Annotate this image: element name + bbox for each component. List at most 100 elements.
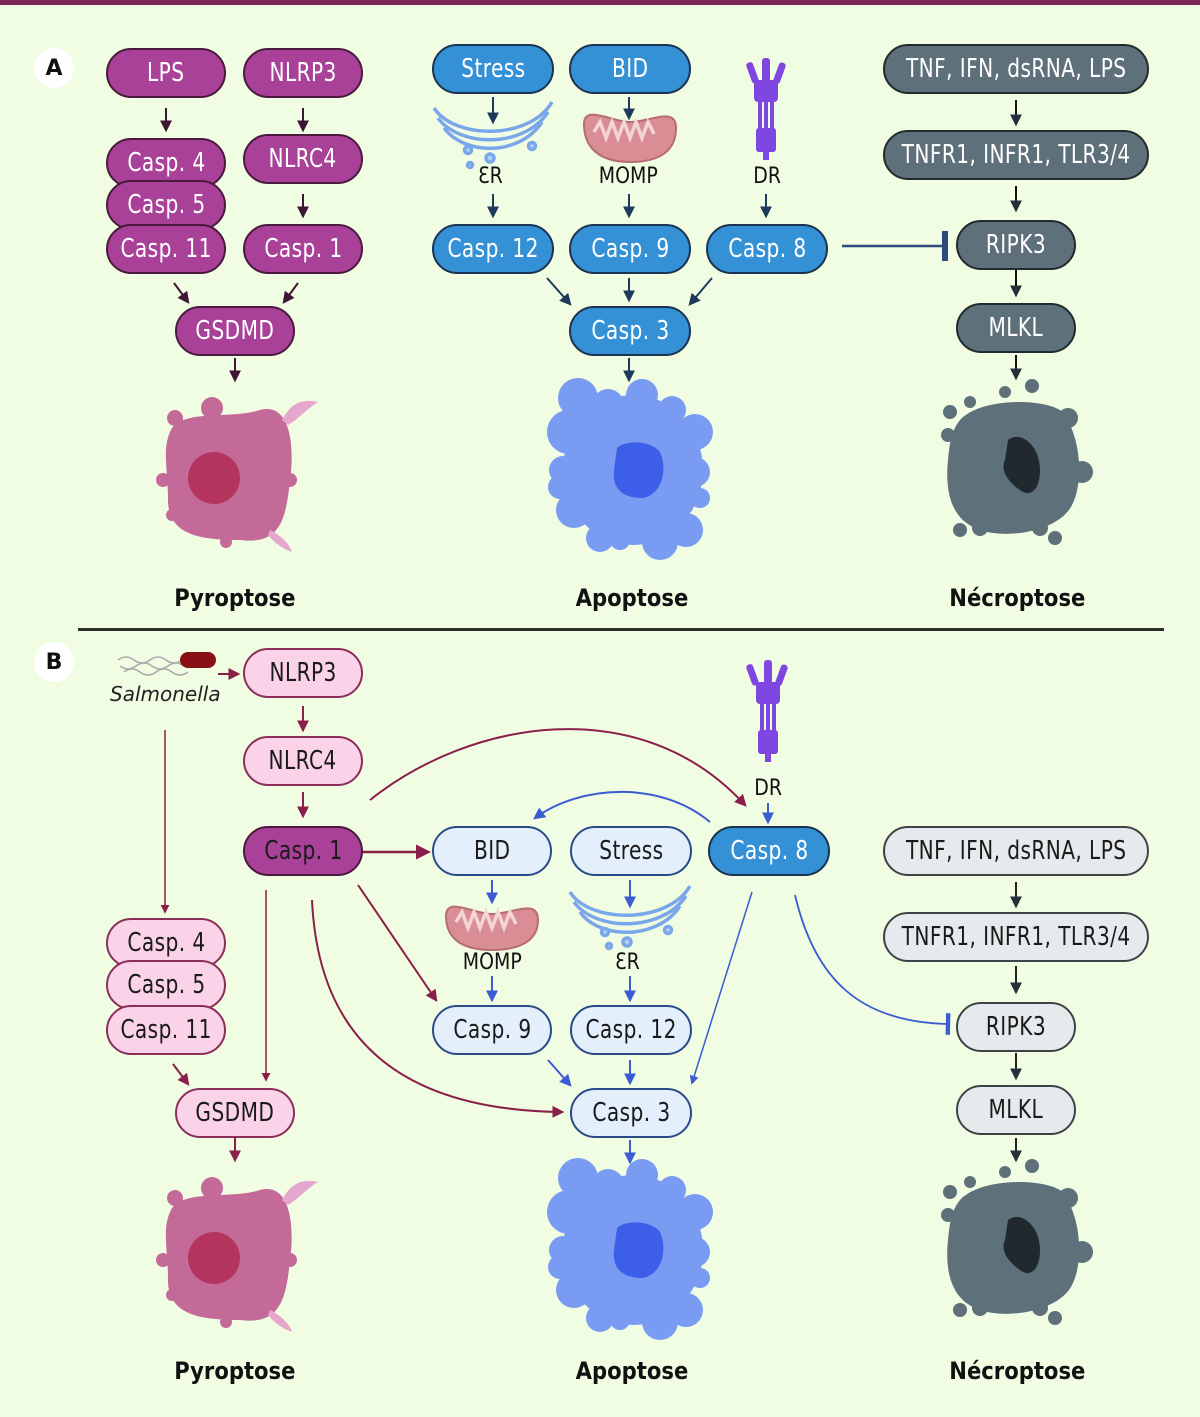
node-b-casp8: Casp. 8: [708, 826, 830, 876]
arrow-b-casp8-bid: [533, 790, 711, 823]
arrow-b-casp1-casp9: [357, 884, 438, 1002]
node-label: Casp. 9: [452, 1015, 532, 1045]
arrow-a-casp8-casp3: [688, 277, 713, 306]
arrow-b-casp9-casp3: [547, 1059, 572, 1087]
node-a-casp8: Casp. 8: [706, 224, 828, 274]
node-label: Casp. 3: [591, 1098, 671, 1128]
caption-b-apoptosis: Apoptose: [575, 1357, 689, 1385]
node-label: TNFR1, INFR1, TLR3/4: [901, 140, 1131, 170]
node-a-casp9: Casp. 9: [569, 224, 691, 274]
node-b-nlrp3: NLRP3: [243, 648, 363, 698]
node-label: RIPK3: [985, 230, 1047, 260]
node-label: LPS: [147, 58, 185, 88]
label-b-salmonella: Salmonella: [110, 682, 221, 706]
node-b-casp12: Casp. 12: [570, 1005, 692, 1055]
node-a-nlrp3: NLRP3: [243, 48, 363, 98]
caption-a-necroptosis: Nécroptose: [949, 584, 1086, 612]
node-label: TNF, IFN, dsRNA, LPS: [905, 836, 1127, 866]
node-a-ripk3: RIPK3: [956, 220, 1076, 270]
panel-a-badge: A: [34, 48, 74, 88]
node-a-mlkl: MLKL: [956, 303, 1076, 353]
node-label: Casp. 9: [590, 234, 670, 264]
node-label: Stress: [460, 54, 526, 84]
panel-b-badge: B: [34, 642, 74, 682]
node-label: Casp. 8: [729, 836, 809, 866]
node-label: Casp. 1: [263, 234, 343, 264]
node-b-gsdmd: GSDMD: [175, 1088, 295, 1138]
node-a-casp3: Casp. 3: [569, 306, 691, 356]
node-label: Casp. 4: [126, 148, 206, 178]
node-a-stress: Stress: [432, 44, 554, 94]
node-label: Casp. 11: [120, 234, 212, 264]
node-label: NLRP3: [269, 658, 337, 688]
panel-divider: [78, 628, 1164, 631]
node-a-gsdmd: GSDMD: [175, 306, 295, 356]
node-b-mlkl: MLKL: [956, 1085, 1076, 1135]
node-b-ripk3: RIPK3: [956, 1002, 1076, 1052]
node-label: BID: [473, 836, 511, 866]
node-label: Casp. 5: [126, 970, 206, 1000]
node-label: Casp. 12: [585, 1015, 677, 1045]
node-b-casp3: Casp. 3: [570, 1088, 692, 1138]
caption-a-pyroptosis: Pyroptose: [174, 584, 296, 612]
node-label: Casp. 3: [590, 316, 670, 346]
label-a-er: ƐR: [478, 164, 503, 189]
node-label: RIPK3: [985, 1012, 1047, 1042]
label-b-dr: DR: [754, 776, 782, 801]
panel-a-letter: A: [45, 55, 63, 81]
node-a-receptors: TNFR1, INFR1, TLR3/4: [883, 130, 1149, 180]
node-label: Casp. 1: [263, 836, 343, 866]
node-b-bid: BID: [432, 826, 552, 876]
panel-b-letter: B: [45, 649, 63, 675]
caption-a-apoptosis: Apoptose: [575, 584, 689, 612]
node-label: Casp. 5: [126, 190, 206, 220]
arrow-b-casp11-gsdmd: [172, 1063, 190, 1086]
node-label: Casp. 8: [727, 234, 807, 264]
caption-b-pyroptosis: Pyroptose: [174, 1357, 296, 1385]
node-a-casp12: Casp. 12: [432, 224, 554, 274]
node-label: TNFR1, INFR1, TLR3/4: [901, 922, 1131, 952]
node-label: MLKL: [988, 313, 1044, 343]
node-a-lps: LPS: [106, 48, 226, 98]
arrow-b-casp8-casp3: [689, 891, 753, 1085]
node-a-ligands: TNF, IFN, dsRNA, LPS: [883, 44, 1149, 94]
top-accent-bar: [0, 0, 1200, 5]
node-b-casp9: Casp. 9: [432, 1005, 552, 1055]
node-b-ligands: TNF, IFN, dsRNA, LPS: [883, 826, 1149, 876]
node-a-casp1: Casp. 1: [243, 224, 363, 274]
node-label: Casp. 4: [126, 928, 206, 958]
node-b-casp5: Casp. 5: [106, 960, 226, 1010]
node-b-casp1: Casp. 1: [243, 826, 363, 876]
node-b-stress: Stress: [570, 826, 692, 876]
node-a-bid: BID: [569, 44, 691, 94]
inhibit-b-casp8-ripk3: [794, 894, 951, 1035]
node-label: Casp. 12: [447, 234, 539, 264]
node-b-receptors: TNFR1, INFR1, TLR3/4: [883, 912, 1149, 962]
node-label: GSDMD: [195, 316, 275, 346]
node-b-nlrc4: NLRC4: [243, 736, 363, 786]
node-label: GSDMD: [195, 1098, 275, 1128]
label-a-momp: MOMP: [598, 164, 658, 189]
node-a-casp5: Casp. 5: [106, 180, 226, 230]
label-a-dr: DR: [753, 164, 781, 189]
arrow-b-casp1-casp8: [369, 728, 747, 807]
arrow-a-casp11-gsdmd: [173, 282, 190, 304]
node-label: NLRP3: [269, 58, 337, 88]
arrow-a-casp1-gsdmd: [282, 282, 299, 304]
arrow-a-casp12-casp3: [546, 277, 572, 306]
label-b-er: ƐR: [615, 950, 640, 975]
caption-b-necroptosis: Nécroptose: [949, 1357, 1086, 1385]
node-label: TNF, IFN, dsRNA, LPS: [905, 54, 1127, 84]
node-label: NLRC4: [268, 144, 338, 174]
node-label: Casp. 11: [120, 1015, 212, 1045]
label-b-momp: MOMP: [462, 950, 522, 975]
node-label: MLKL: [988, 1095, 1044, 1125]
node-label: Stress: [598, 836, 664, 866]
node-a-casp11: Casp. 11: [106, 224, 226, 274]
node-label: BID: [611, 54, 649, 84]
node-label: NLRC4: [268, 746, 338, 776]
arrow-b-casp1-casp3: [311, 899, 565, 1118]
node-a-nlrc4: NLRC4: [243, 134, 363, 184]
